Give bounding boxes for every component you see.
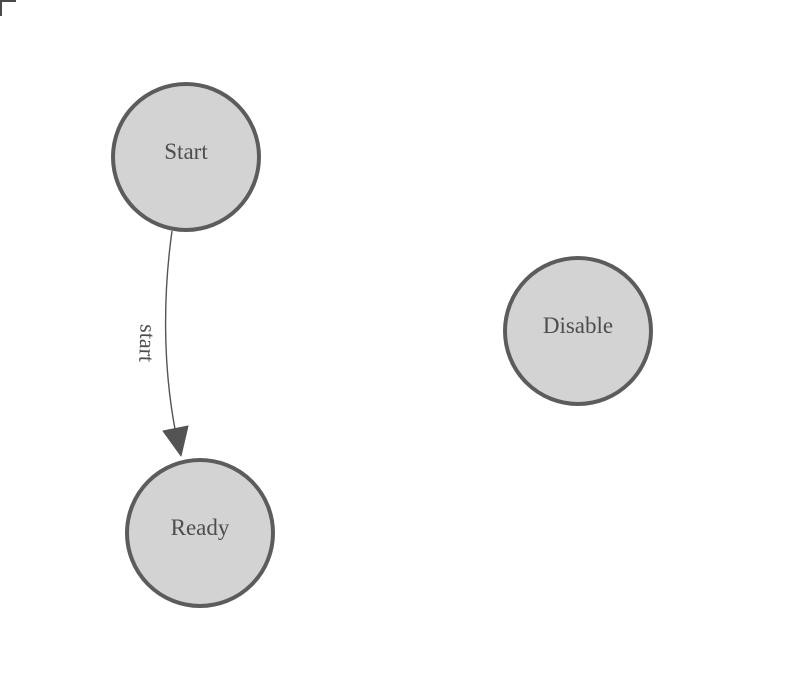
canvas-origin-corner-mark — [0, 0, 16, 16]
edge-label: start — [134, 324, 160, 363]
edge-arrowhead-icon — [162, 425, 189, 457]
node-ready-circle[interactable] — [125, 458, 275, 608]
node-start[interactable]: Start — [111, 82, 261, 232]
node-ready[interactable]: Ready — [125, 458, 275, 608]
edge-start-to-ready[interactable]: start — [134, 230, 189, 457]
node-ready-label: Ready — [171, 515, 230, 540]
node-disable-circle[interactable] — [503, 256, 653, 406]
node-start-circle[interactable] — [111, 82, 261, 232]
node-start-label: Start — [164, 139, 208, 164]
edge-path[interactable] — [164, 230, 176, 430]
node-disable[interactable]: Disable — [503, 256, 653, 406]
node-disable-label: Disable — [543, 313, 613, 338]
